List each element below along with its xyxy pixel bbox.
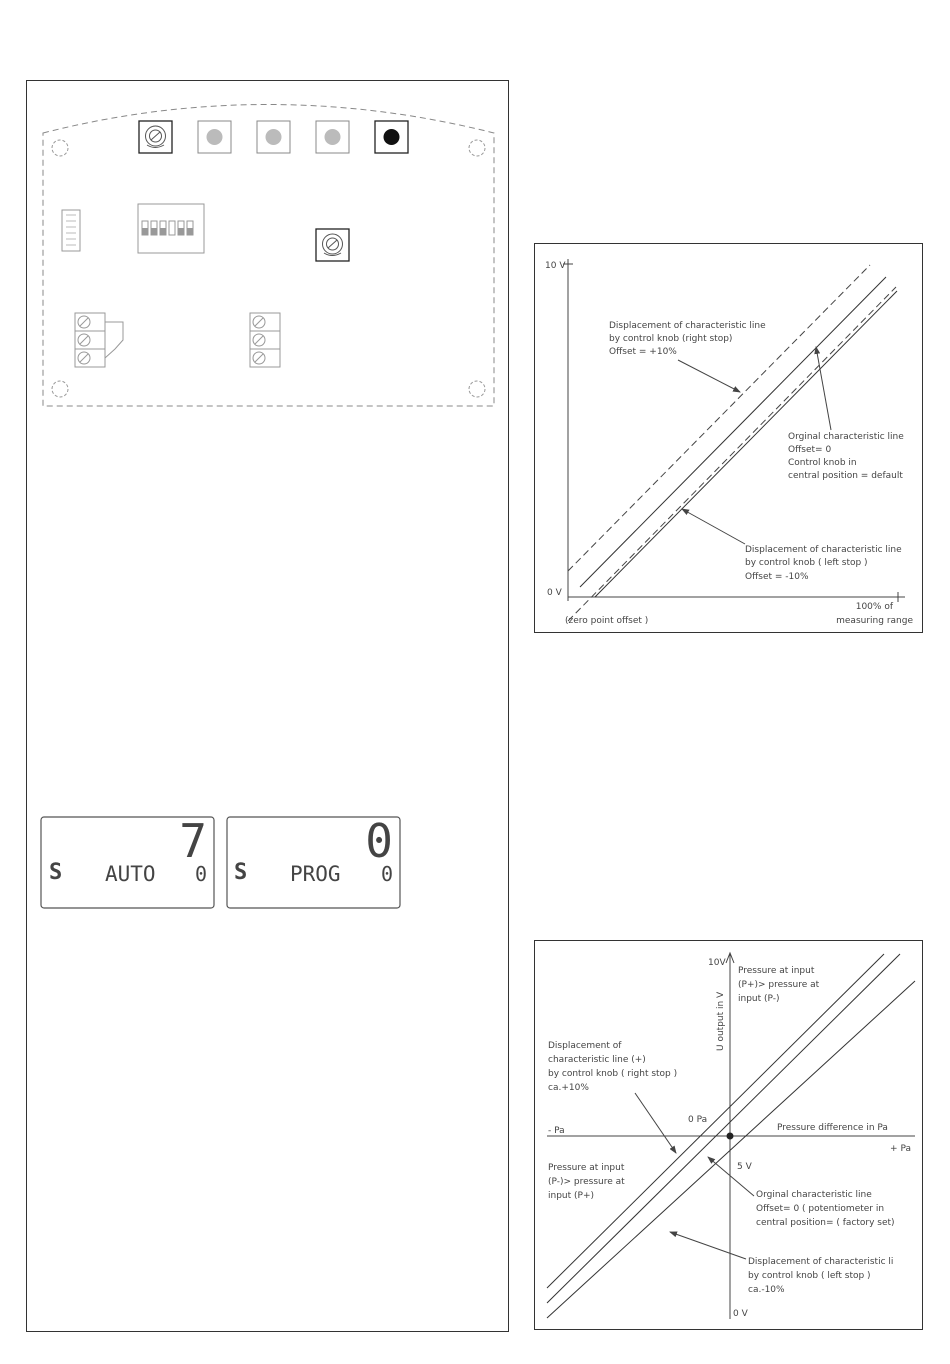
svg-text:ca.+10%: ca.+10% <box>548 1083 589 1093</box>
series-original-line <box>579 276 887 588</box>
series-minus-10-line <box>567 286 897 622</box>
y-bottom-label: 0 V <box>547 588 563 598</box>
annotation-original: Orginal characteristic line Offset= 0 ( … <box>707 1156 895 1228</box>
annotation-plus: Displacement of characteristic line (+) … <box>548 1041 677 1154</box>
annotation-bottom-left: Pressure at input (P-)> pressure at inpu… <box>548 1163 625 1201</box>
lcd-indicator: 0 <box>195 862 207 886</box>
annotation-minus: Displacement of characteristic li by con… <box>669 1231 893 1295</box>
svg-text:Displacement of characteristic: Displacement of characteristic li <box>748 1257 893 1267</box>
svg-text:by control knob ( right stop ): by control knob ( right stop ) <box>548 1069 677 1079</box>
lcd-display-prog: 0 S PROG 0 <box>226 814 401 909</box>
series-minus-10-line <box>546 980 916 1319</box>
board-drawing: 7 S AUTO 0 0 S PROG 0 <box>40 104 495 909</box>
mounting-hole-icon <box>468 380 486 398</box>
brand-logo-icon: S <box>49 860 62 885</box>
pressure-chart: 10V U output in V 0 V 0 Pa 5 V - Pa Pres… <box>534 940 923 1330</box>
lcd-display-auto: 7 S AUTO 0 <box>40 814 215 909</box>
led-indicator-3 <box>315 120 350 154</box>
offset-chart-svg: 10 V 0 V (zero point offset ) 100% of me… <box>545 259 913 626</box>
svg-text:by control knob ( left stop ): by control knob ( left stop ) <box>748 1271 871 1281</box>
mounting-hole-icon <box>51 139 69 157</box>
svg-text:central position= ( factory se: central position= ( factory set) <box>756 1218 895 1228</box>
svg-text:central position = default: central position = default <box>788 471 903 481</box>
led-indicator-4 <box>374 120 409 154</box>
board-outline <box>42 104 495 407</box>
svg-text:Displacement of characteristic: Displacement of characteristic line <box>745 545 902 555</box>
led-indicator-2 <box>256 120 291 154</box>
svg-text:Offset = -10%: Offset = -10% <box>745 572 809 582</box>
x-axis-label: Pressure difference in Pa <box>777 1123 888 1133</box>
origin-point <box>726 1132 734 1140</box>
offset-chart: 10 V 0 V (zero point offset ) 100% of me… <box>534 243 923 633</box>
mounting-hole-icon <box>468 139 486 157</box>
potentiometer-top-icon[interactable] <box>138 120 173 154</box>
svg-text:Displacement of: Displacement of <box>548 1041 622 1051</box>
svg-text:characteristic line (+): characteristic line (+) <box>548 1055 646 1065</box>
svg-text:(P-)> pressure at: (P-)> pressure at <box>548 1177 625 1187</box>
svg-text:Control knob in: Control knob in <box>788 458 857 468</box>
y-axis-label: U output in V <box>716 991 726 1051</box>
svg-text:input (P-): input (P-) <box>738 994 780 1004</box>
svg-text:Offset = +10%: Offset = +10% <box>609 347 677 357</box>
pressure-chart-svg: 10V U output in V 0 V 0 Pa 5 V - Pa Pres… <box>546 951 916 1319</box>
svg-text:input (P+): input (P+) <box>548 1191 594 1201</box>
svg-text:Offset= 0 ( potentiometer in: Offset= 0 ( potentiometer in <box>756 1204 884 1214</box>
lcd-mode: AUTO <box>105 862 156 886</box>
led-indicator-1 <box>197 120 232 154</box>
origin-y-label: 5 V <box>737 1162 753 1172</box>
x-right-label-1: 100% of <box>856 602 894 612</box>
x-left-label: - Pa <box>548 1126 565 1136</box>
x-right-label-2: measuring range <box>836 616 913 626</box>
zero-point-note: (zero point offset ) <box>565 616 648 626</box>
board-panel: 7 S AUTO 0 0 S PROG 0 <box>26 80 509 1332</box>
potentiometer-middle-icon[interactable] <box>315 228 350 262</box>
series-boundary-line <box>594 290 898 598</box>
svg-text:by control knob ( left stop ): by control knob ( left stop ) <box>745 558 868 568</box>
connector-icon <box>61 209 81 252</box>
annotation-original: Orginal characteristic line Offset= 0 Co… <box>788 346 904 481</box>
dip-switch[interactable] <box>137 203 205 254</box>
svg-text:ca.-10%: ca.-10% <box>748 1285 785 1295</box>
y-bottom-label: 0 V <box>733 1309 749 1319</box>
svg-text:Displacement of characteristic: Displacement of characteristic line <box>609 321 766 331</box>
annotation-plus: Displacement of characteristic line by c… <box>609 321 766 393</box>
origin-x-label: 0 Pa <box>688 1115 707 1125</box>
annotation-minus: Displacement of characteristic line by c… <box>681 508 902 582</box>
lcd-value: 7 <box>179 814 207 868</box>
lcd-indicator: 0 <box>381 862 393 886</box>
y-top-label: 10V <box>708 958 726 968</box>
svg-text:Offset= 0: Offset= 0 <box>788 445 831 455</box>
series-original-line <box>546 953 901 1304</box>
svg-text:(P+)> pressure at: (P+)> pressure at <box>738 980 820 990</box>
svg-text:Orginal characteristic line: Orginal characteristic line <box>788 432 904 442</box>
x-right-label: + Pa <box>890 1144 911 1154</box>
annotation-top-right: Pressure at input (P+)> pressure at inpu… <box>738 966 820 1004</box>
terminal-block-left <box>74 312 124 368</box>
series-plus-10-line <box>567 264 871 572</box>
terminal-block-right <box>249 312 281 368</box>
svg-text:Pressure at input: Pressure at input <box>738 966 815 976</box>
lcd-value: 0 <box>365 814 393 868</box>
lcd-mode: PROG <box>290 862 341 886</box>
svg-text:by control knob (right stop): by control knob (right stop) <box>609 334 732 344</box>
svg-text:Orginal characteristic line: Orginal characteristic line <box>756 1190 872 1200</box>
y-top-label: 10 V <box>545 261 566 271</box>
svg-text:Pressure at input: Pressure at input <box>548 1163 625 1173</box>
series-plus-10-line <box>546 953 885 1289</box>
brand-logo-icon: S <box>234 860 247 885</box>
mounting-hole-icon <box>51 380 69 398</box>
